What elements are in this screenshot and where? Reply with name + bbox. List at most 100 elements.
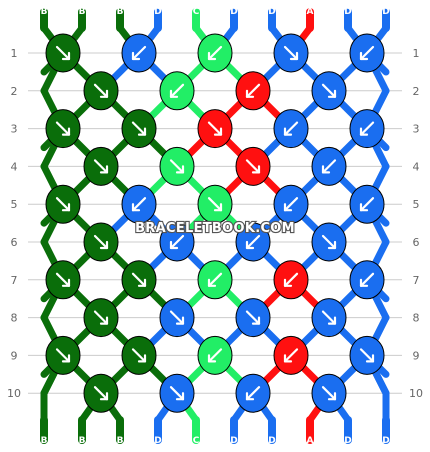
arrow-down-left-icon bbox=[359, 272, 375, 287]
arrow-down-left-icon bbox=[283, 272, 299, 287]
row-label-left: 7 bbox=[11, 274, 18, 287]
arrow-down-right-icon bbox=[93, 234, 109, 250]
arrow-down-left-icon bbox=[359, 121, 375, 136]
arrow-down-right-icon bbox=[93, 310, 109, 325]
knot bbox=[273, 335, 309, 375]
top-strand-label: D bbox=[268, 7, 275, 17]
row-label-right: 1 bbox=[413, 47, 420, 60]
row-label-right: 9 bbox=[413, 349, 420, 362]
arrow-down-left-icon bbox=[245, 386, 261, 401]
arrow-down-left-icon bbox=[359, 197, 375, 212]
arrow-down-right-icon bbox=[55, 272, 71, 287]
bottom-strand-label: B bbox=[79, 436, 86, 446]
knot bbox=[45, 109, 81, 149]
arrow-down-left-icon bbox=[207, 45, 223, 61]
arrow-down-right-icon bbox=[55, 348, 71, 363]
arrow-down-left-icon bbox=[131, 197, 147, 212]
knot bbox=[235, 71, 271, 111]
knot bbox=[349, 33, 385, 73]
knot bbox=[159, 298, 195, 338]
bottom-strand-label: D bbox=[382, 436, 389, 446]
arrow-down-left-icon bbox=[321, 159, 337, 174]
top-strand-label: D bbox=[154, 7, 161, 17]
knot bbox=[121, 335, 157, 375]
knot bbox=[45, 260, 81, 300]
top-strand-label: C bbox=[193, 7, 200, 17]
arrow-down-left-icon bbox=[245, 83, 261, 98]
row-label-left: 6 bbox=[11, 236, 18, 249]
arrow-down-left-icon bbox=[283, 197, 299, 212]
bottom-strand-label: D bbox=[230, 436, 237, 446]
bottom-strand-label: B bbox=[117, 436, 124, 446]
arrow-down-right-icon bbox=[131, 348, 147, 363]
row-label-left: 2 bbox=[11, 85, 18, 98]
row-label-left: 1 bbox=[11, 47, 18, 60]
arrow-down-left-icon bbox=[169, 83, 185, 98]
knot bbox=[273, 33, 309, 73]
arrow-down-right-icon bbox=[169, 310, 185, 325]
knot bbox=[349, 260, 385, 300]
knot bbox=[273, 109, 309, 149]
knot bbox=[197, 260, 233, 300]
arrow-down-right-icon bbox=[131, 121, 147, 136]
arrow-down-right-icon bbox=[283, 45, 299, 61]
knot bbox=[349, 109, 385, 149]
arrow-down-right-icon bbox=[245, 159, 261, 174]
knot bbox=[159, 146, 195, 186]
arrow-down-right-icon bbox=[245, 310, 261, 325]
arrow-down-right-icon bbox=[55, 45, 71, 61]
arrow-down-right-icon bbox=[321, 386, 337, 401]
knot-grid bbox=[45, 33, 385, 413]
bottom-strand-label: D bbox=[344, 436, 351, 446]
knot bbox=[121, 109, 157, 149]
knot bbox=[235, 373, 271, 413]
bottom-strand-label: C bbox=[193, 436, 200, 446]
arrow-down-left-icon bbox=[169, 234, 185, 250]
arrow-down-right-icon bbox=[207, 121, 223, 136]
knot bbox=[159, 222, 195, 262]
row-label-right: 5 bbox=[413, 198, 420, 211]
bottom-strand-label: A bbox=[307, 436, 314, 446]
row-label-right: 10 bbox=[409, 387, 423, 400]
arrow-down-right-icon bbox=[321, 234, 337, 250]
bottom-strand-label: B bbox=[41, 436, 48, 446]
row-label-right: 4 bbox=[413, 160, 420, 173]
knot bbox=[235, 298, 271, 338]
arrow-down-left-icon bbox=[283, 121, 299, 136]
knot bbox=[197, 335, 233, 375]
row-label-left: 10 bbox=[7, 387, 21, 400]
row-label-right: 8 bbox=[413, 312, 420, 325]
knot bbox=[83, 146, 119, 186]
watermark-text: BRACELETBOOK.COM bbox=[135, 221, 295, 236]
knot bbox=[197, 33, 233, 73]
arrow-down-left-icon bbox=[207, 348, 223, 363]
row-label-left: 3 bbox=[11, 123, 18, 136]
bottom-strand-label: D bbox=[268, 436, 275, 446]
arrow-down-left-icon bbox=[131, 45, 147, 61]
knot bbox=[45, 33, 81, 73]
knot bbox=[159, 373, 195, 413]
arrow-down-right-icon bbox=[169, 159, 185, 174]
row-label-right: 7 bbox=[413, 274, 420, 287]
knot bbox=[311, 71, 347, 111]
arrow-down-left-icon bbox=[359, 45, 375, 61]
arrow-down-right-icon bbox=[55, 121, 71, 136]
knot bbox=[121, 184, 157, 224]
arrow-down-left-icon bbox=[283, 348, 299, 363]
knot bbox=[235, 146, 271, 186]
knot bbox=[235, 222, 271, 262]
row-label-left: 5 bbox=[11, 198, 18, 211]
knot bbox=[83, 373, 119, 413]
knot bbox=[273, 184, 309, 224]
arrow-down-right-icon bbox=[131, 272, 147, 287]
top-strand-label: B bbox=[117, 7, 124, 17]
bottom-strand-label: D bbox=[154, 436, 161, 446]
knot bbox=[83, 298, 119, 338]
knot bbox=[121, 33, 157, 73]
arrow-down-right-icon bbox=[359, 348, 375, 363]
arrow-down-right-icon bbox=[321, 310, 337, 325]
knot bbox=[311, 222, 347, 262]
